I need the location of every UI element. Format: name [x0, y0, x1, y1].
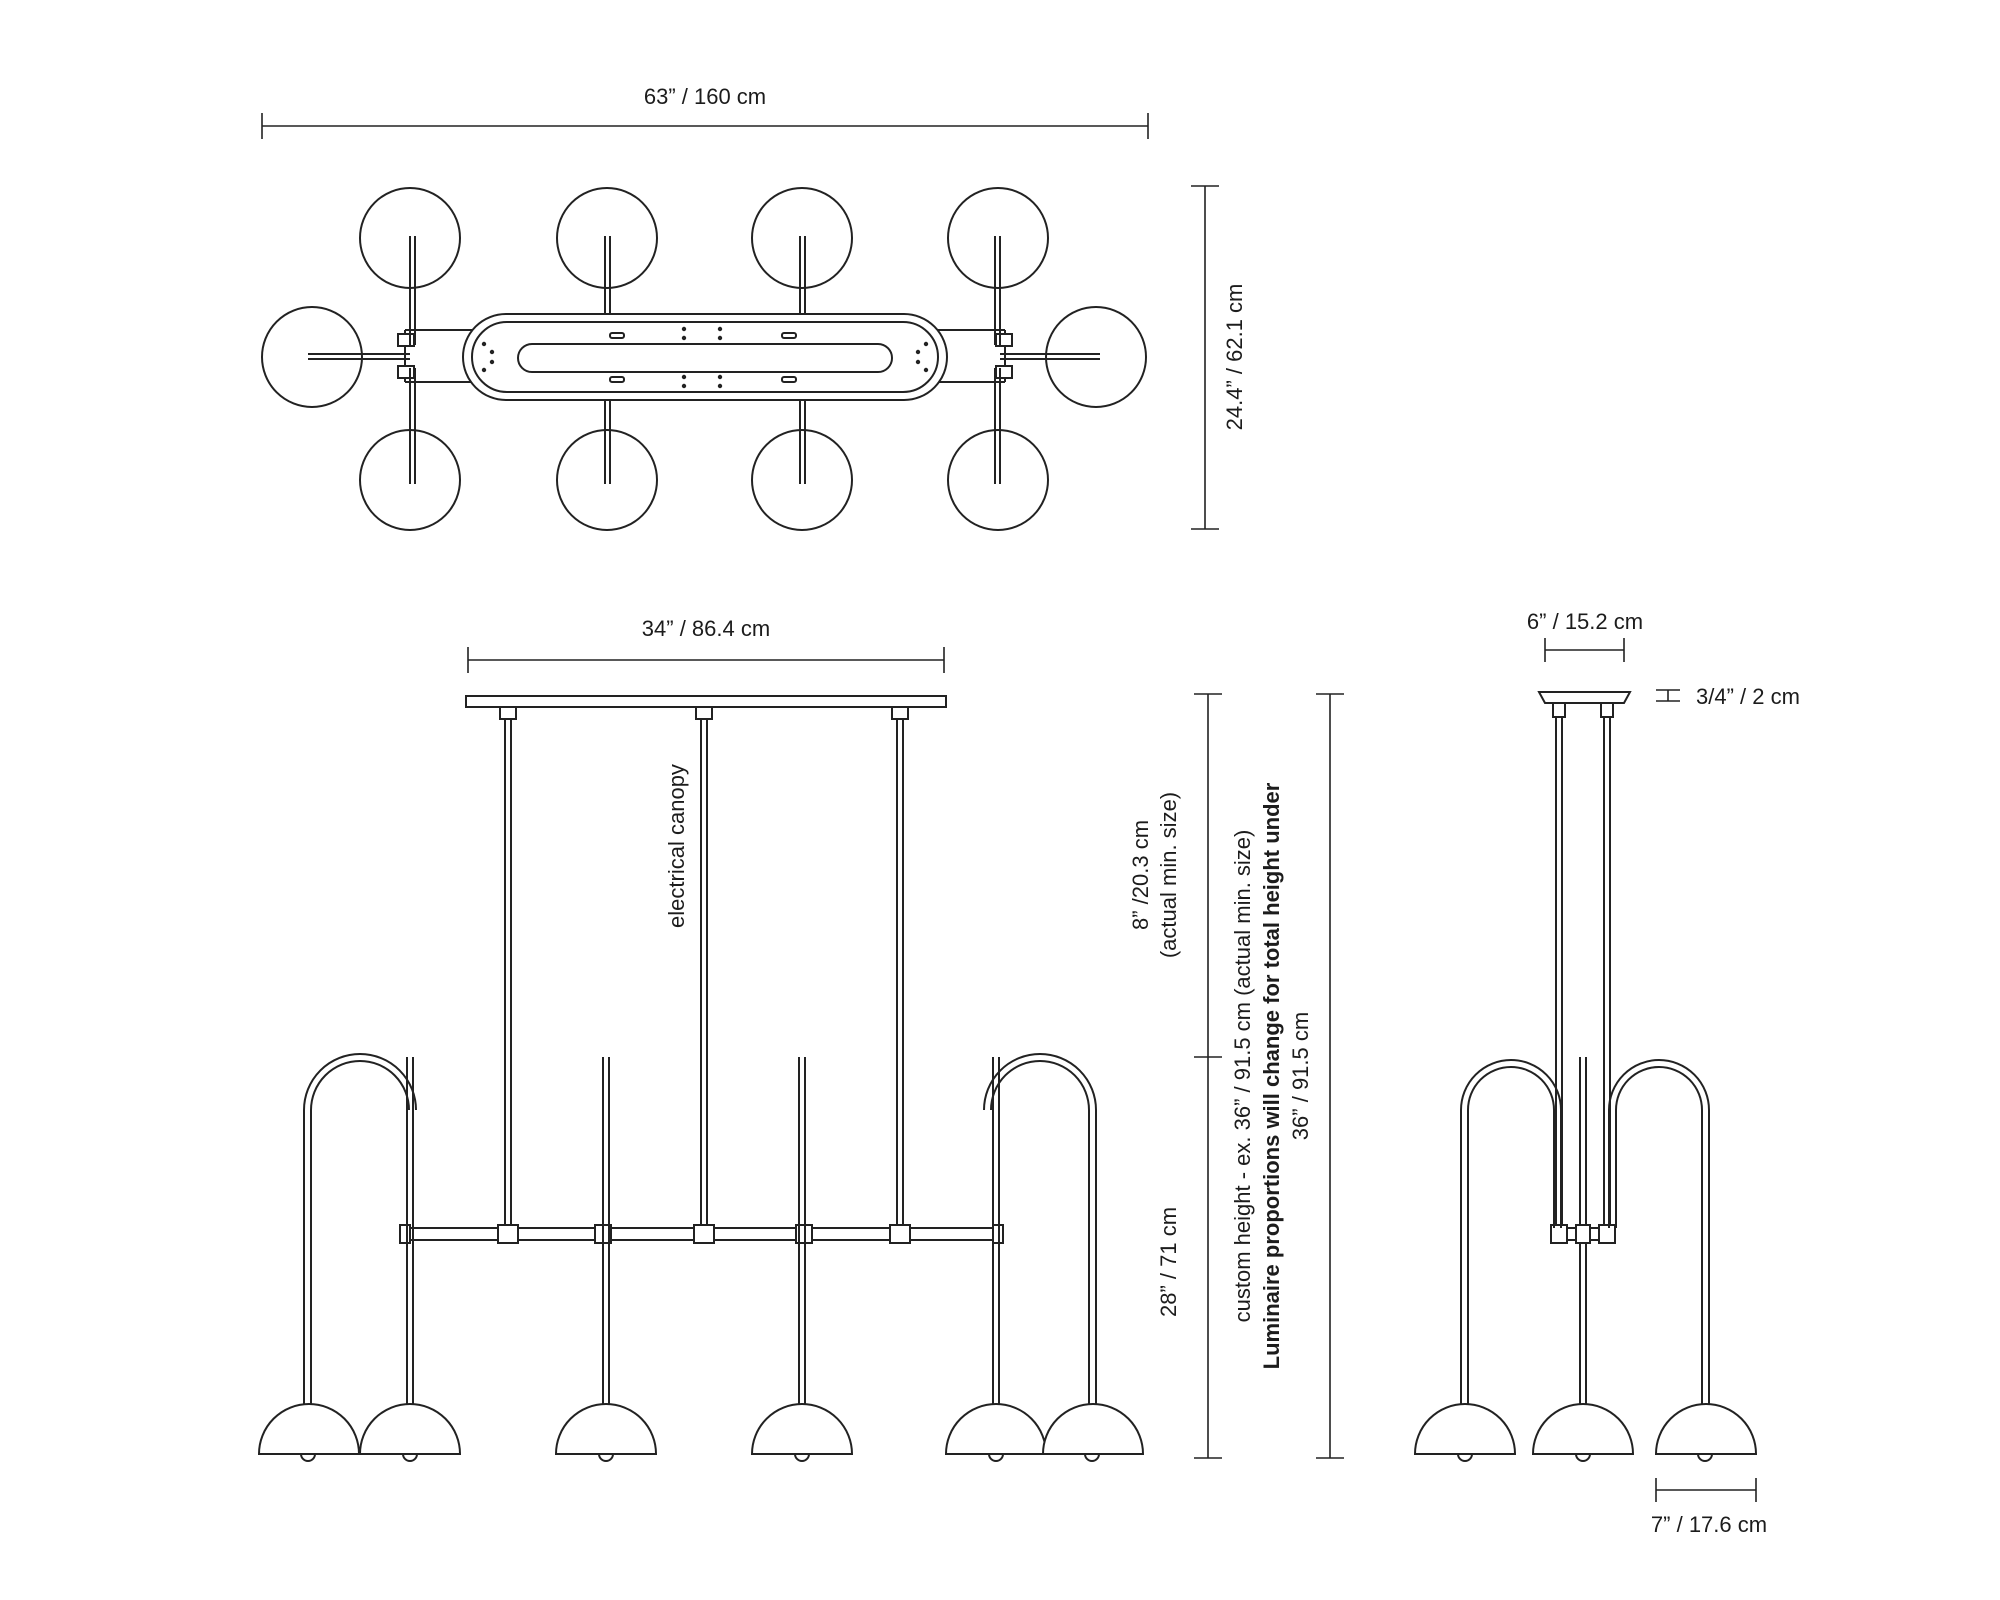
side-canopy-width-dimension: 6” / 15.2 cm	[1527, 609, 1643, 662]
side-canopy	[1537, 691, 1632, 718]
front-lamp-stems	[406, 1057, 1000, 1404]
front-canopy-width-dimension: 34” / 86.4 cm	[467, 616, 945, 673]
dome-shade	[750, 1403, 854, 1462]
shade-circle	[751, 429, 853, 531]
side-suspension-rods	[1555, 717, 1611, 1228]
dome-shade	[944, 1403, 1048, 1462]
stem-height-note: (actual min. size)	[1156, 792, 1181, 958]
shade-circle	[1045, 306, 1147, 408]
dome-shade	[257, 1403, 361, 1462]
side-canopy-thickness-label: 3/4” / 2 cm	[1696, 684, 1800, 709]
dome-shade	[1531, 1403, 1635, 1462]
side-canopy-thickness-dimension: 3/4” / 2 cm	[1656, 684, 1800, 709]
side-view: 6” / 15.2 cm 3/4” / 2 cm	[1413, 609, 1800, 1537]
custom-height-line1: custom height - ex. 36” / 91.5 cm (actua…	[1230, 830, 1255, 1323]
top-depth-label: 24.4” / 62.1 cm	[1222, 284, 1247, 431]
dome-shade	[1041, 1403, 1145, 1462]
custom-height-line2: Luminaire proportions will change for to…	[1259, 782, 1284, 1369]
shade-circle	[947, 429, 1049, 531]
shade-circle	[751, 187, 853, 289]
shade-circle	[556, 429, 658, 531]
top-shade-row-lower	[359, 368, 1049, 531]
front-canopy-width-label: 34” / 86.4 cm	[642, 616, 770, 641]
top-shade-ends	[261, 306, 1147, 408]
front-suspension-rods	[504, 719, 904, 1228]
side-canopy-width-label: 6” / 15.2 cm	[1527, 609, 1643, 634]
top-depth-dimension: 24.4” / 62.1 cm	[1191, 185, 1247, 530]
dome-shade	[1654, 1403, 1758, 1462]
top-width-label: 63” / 160 cm	[644, 84, 766, 109]
shade-circle	[947, 187, 1049, 289]
top-shade-row-upper	[359, 187, 1049, 345]
top-width-dimension: 63” / 160 cm	[261, 84, 1149, 139]
dome-shade	[1413, 1403, 1517, 1462]
side-arched-arms	[1460, 1059, 1710, 1404]
front-horizontal-bar	[399, 1224, 1004, 1244]
dome-shade	[358, 1403, 462, 1462]
canopy-note: electrical canopy	[664, 764, 689, 928]
top-view: 63” / 160 cm 24.4” / 62.1 cm	[261, 84, 1247, 531]
side-shades	[1413, 1403, 1758, 1462]
front-height-dimensions	[1194, 693, 1344, 1459]
side-connectors	[1550, 1224, 1616, 1244]
stem-height-label: 8” /20.3 cm	[1128, 820, 1153, 930]
body-height-label: 28” / 71 cm	[1156, 1207, 1181, 1317]
dome-shade	[554, 1403, 658, 1462]
front-arched-arms	[303, 1053, 1097, 1404]
front-shades	[257, 1403, 1145, 1462]
side-shade-width-dimension: 7” / 17.6 cm	[1651, 1478, 1767, 1537]
side-shade-width-label: 7” / 17.6 cm	[1651, 1512, 1767, 1537]
custom-height-line3: 36” / 91.5 cm	[1288, 1012, 1313, 1140]
front-view: 34” / 86.4 cm electrical canopy	[257, 616, 1344, 1462]
top-canopy	[462, 313, 948, 401]
shade-circle	[261, 306, 363, 408]
shade-circle	[556, 187, 658, 289]
front-canopy	[465, 695, 947, 720]
